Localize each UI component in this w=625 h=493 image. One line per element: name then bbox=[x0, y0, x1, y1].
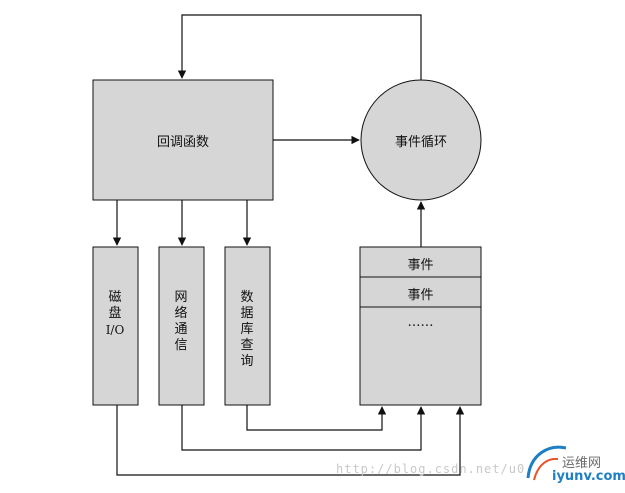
callback-box bbox=[92, 79, 274, 201]
database-to-queue-arrow bbox=[246, 405, 387, 431]
callback-label: 回调函数 bbox=[156, 135, 209, 150]
database-io-label: 数 据 库 查 询 bbox=[240, 290, 254, 369]
network-to-queue-arrow bbox=[181, 405, 426, 451]
disk-io-box bbox=[92, 246, 139, 406]
network-io-box bbox=[158, 246, 205, 406]
watermark-url: http://blog.csdn.net/u0 bbox=[336, 462, 526, 476]
logo-swoosh-icon bbox=[526, 445, 567, 479]
queue-item-2: 事件 bbox=[407, 288, 434, 303]
logo-swoosh-accent-icon bbox=[533, 457, 559, 481]
disk-to-queue-arrow bbox=[116, 405, 465, 476]
queue-item-ellipsis: …… bbox=[407, 315, 434, 330]
logo-chinese: 运维网 bbox=[562, 456, 602, 471]
event-queue-box bbox=[359, 246, 482, 406]
queue-item-1: 事件 bbox=[407, 258, 434, 273]
logo-english: iyunv.com bbox=[552, 469, 625, 484]
event-loop-label: 事件循环 bbox=[394, 135, 447, 150]
loop-to-callback-arrow bbox=[177, 14, 422, 80]
disk-io-label: 磁 盘 I/O bbox=[105, 290, 125, 337]
network-io-label: 网 络 通 信 bbox=[174, 290, 188, 353]
